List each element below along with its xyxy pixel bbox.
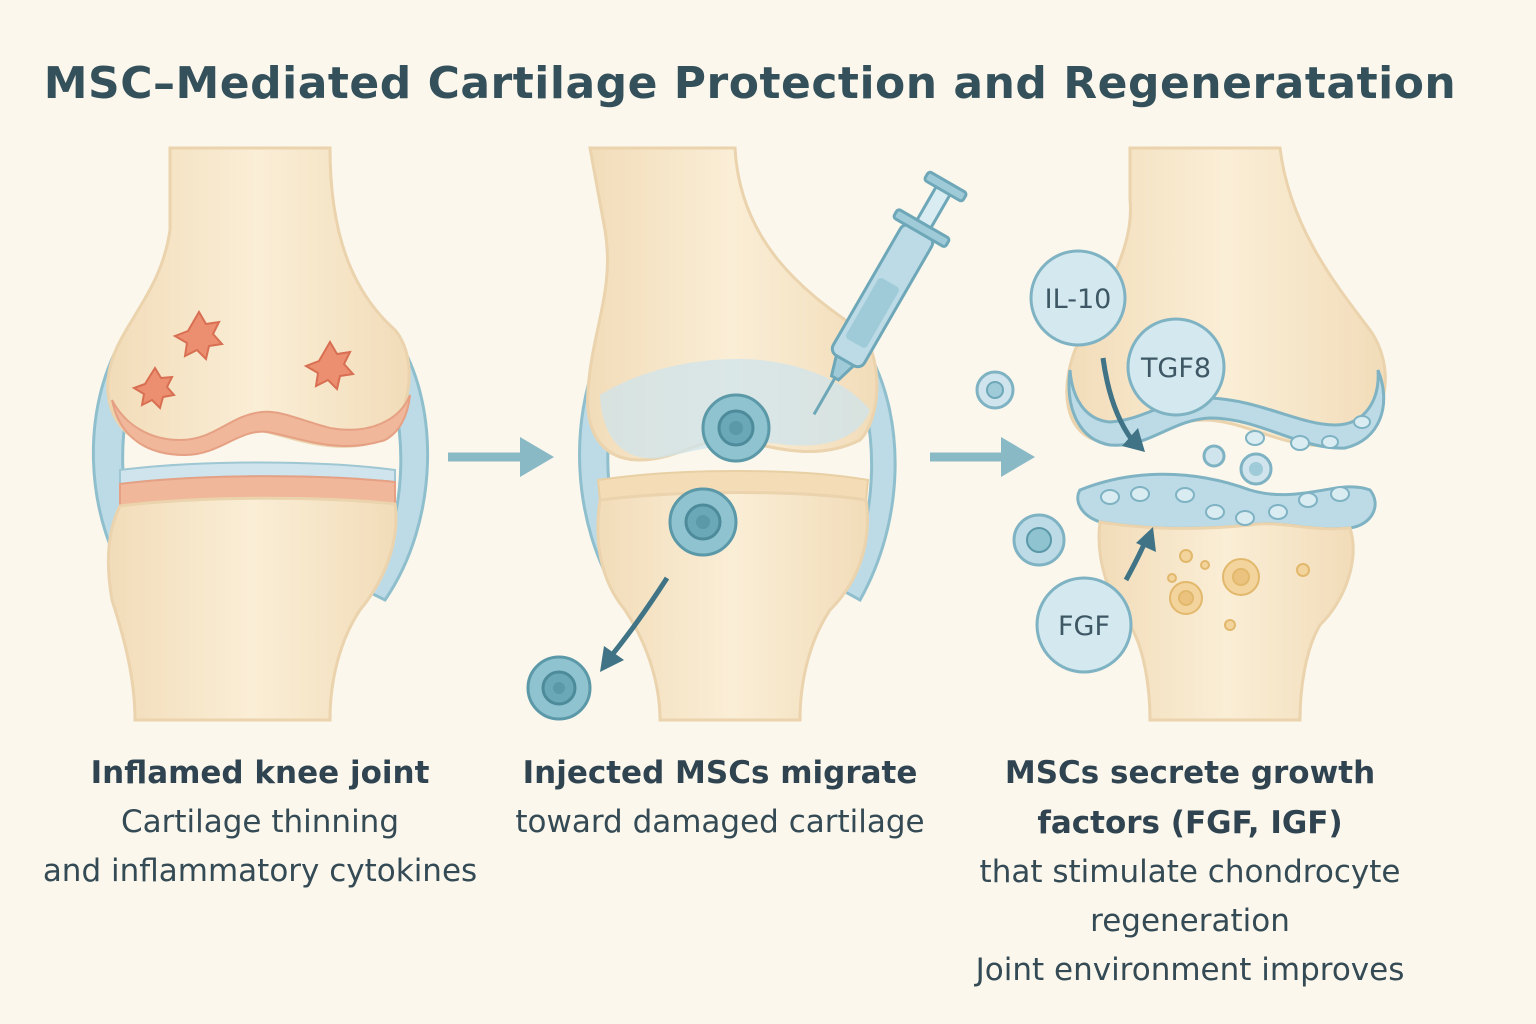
caption-line: Cartilage thinning xyxy=(120,804,400,840)
femur-cartilage-thin xyxy=(111,394,411,457)
caption-line: regeneration xyxy=(1090,903,1290,939)
femur-bone xyxy=(106,146,411,452)
panel-regeneration: IL-10 TGF8 FGF xyxy=(975,146,1387,722)
caption-line: that stimulate chondrocyte xyxy=(979,854,1401,890)
msc-cell-icon xyxy=(701,393,771,463)
il10-label: IL-10 xyxy=(1045,284,1112,315)
chondrocyte-icon xyxy=(1167,549,1310,631)
regenerated-cartilage-lower xyxy=(1076,472,1377,531)
msc-cell-icon xyxy=(668,487,738,557)
caption-msc-injection: Injected MSCs migrate toward damaged car… xyxy=(480,748,960,847)
progression-arrow-1 xyxy=(448,437,554,477)
tgf-bubble: TGF8 xyxy=(1126,317,1226,417)
chondrocyte-dots xyxy=(1100,415,1371,526)
factor-arrow-up xyxy=(1123,527,1156,582)
caption-heading: Injected MSCs migrate xyxy=(522,755,918,791)
caption-heading: factors (FGF, IGF) xyxy=(1037,805,1343,841)
tibia-bone xyxy=(596,491,869,722)
tgf-label: TGF8 xyxy=(1140,353,1211,384)
floating-cell-icon xyxy=(1202,444,1273,486)
caption-regeneration: MSCs secrete growth factors (FGF, IGF) t… xyxy=(960,748,1420,995)
migration-arrow xyxy=(600,576,670,672)
caption-inflamed-knee: Inflamed knee joint Cartilage thinning a… xyxy=(20,748,500,896)
cytokine-star-icon xyxy=(131,366,176,410)
panel-inflamed-knee xyxy=(91,146,429,722)
tibia-bone xyxy=(106,496,398,722)
fgf-bubble: FGF xyxy=(1035,576,1133,674)
caption-line: toward damaged cartilage xyxy=(515,804,925,840)
panel-msc-injection xyxy=(526,146,968,722)
msc-cell-icon xyxy=(526,655,592,721)
progression-arrow-2 xyxy=(930,437,1035,477)
cytokine-star-icon xyxy=(172,310,224,361)
fgf-label: FGF xyxy=(1058,611,1110,642)
caption-heading: MSCs secrete growth xyxy=(1004,755,1376,791)
caption-line: and inflammatory cytokines xyxy=(42,853,478,889)
caption-line: Joint environment improves xyxy=(975,952,1405,988)
page-title: MSC–Mediated Cartilage Protection and Re… xyxy=(43,58,1457,109)
cytokine-star-icon xyxy=(303,340,355,391)
msc-cell-icon xyxy=(1012,513,1066,567)
il10-bubble: IL-10 xyxy=(1029,249,1127,347)
factor-arrow-down xyxy=(1100,357,1145,452)
syringe-icon xyxy=(812,170,968,416)
msc-cell-icon xyxy=(975,370,1015,410)
caption-heading: Inflamed knee joint xyxy=(90,755,430,791)
